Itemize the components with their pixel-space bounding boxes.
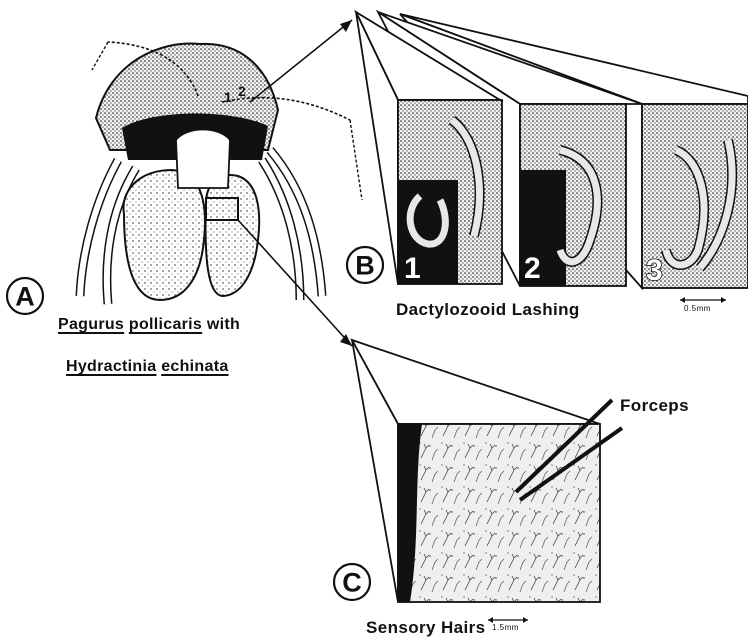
- species-line-2: Hydractinia echinata: [66, 358, 229, 376]
- panel-b-label: B: [347, 247, 383, 283]
- scale-label-b: 0.5mm: [684, 304, 711, 313]
- species-pollicaris: pollicaris: [129, 316, 202, 333]
- panel-b-frames: [356, 12, 748, 288]
- svg-text:B: B: [355, 251, 375, 281]
- genus-hydractinia: Hydractinia: [66, 358, 156, 375]
- scale-bar-b: [680, 297, 726, 303]
- frame-1-number: 1: [404, 252, 421, 285]
- scale-label-c: 1.5mm: [492, 623, 519, 632]
- species-with: with: [207, 316, 240, 333]
- genus-pagurus: Pagurus: [58, 316, 124, 333]
- hermit-crab-drawing: [80, 42, 362, 304]
- frame-3-number: 3: [646, 254, 663, 287]
- panel-b-title: Dactylozooid Lashing: [396, 300, 580, 320]
- crab-mark-1: 1: [224, 89, 232, 105]
- svg-text:A: A: [15, 282, 35, 312]
- forceps-label: Forceps: [620, 396, 689, 416]
- species-line-1: Pagurus pollicaris with: [58, 316, 240, 334]
- pointer-to-b: [250, 20, 352, 102]
- panel-a-label: A: [7, 278, 43, 314]
- frame-2-number: 2: [524, 252, 541, 285]
- species-echinata: echinata: [161, 358, 228, 375]
- svg-text:C: C: [342, 568, 362, 598]
- crab-mark-2: 2: [238, 83, 246, 99]
- panel-c-label: C: [334, 564, 370, 600]
- panel-c-title: Sensory Hairs: [366, 618, 486, 638]
